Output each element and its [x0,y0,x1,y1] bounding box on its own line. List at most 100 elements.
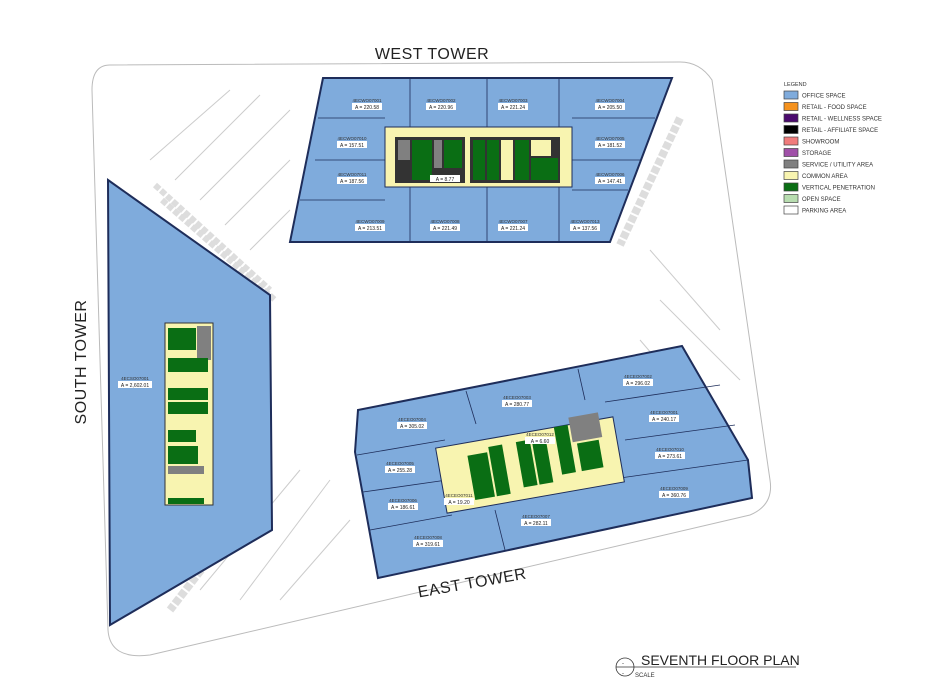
unit-label: 4ECWO07011 A = 187.56 [337,172,367,185]
unit-label: 4ECEO07005 A = 255.28 [385,461,415,474]
legend-label: RETAIL - FOOD SPACE [802,105,867,111]
svg-text:4ECWO07001: 4ECWO07001 [352,98,382,103]
svg-text:4ECEO07006: 4ECEO07006 [389,498,417,503]
unit-label: 4ECWO07010 A = 157.51 [337,136,367,149]
scale-label: SCALE [635,673,655,679]
svg-text:LEGEND: LEGEND [784,82,807,88]
south-tower-title: SOUTH TOWER [73,300,90,425]
svg-text:A = 2,602.01: A = 2,602.01 [121,383,149,389]
unit-label: 4ECEO07007 A = 282.11 [521,514,551,527]
legend-swatch [783,171,799,180]
svg-text:4ECWO07012: 4ECWO07012 [430,170,460,175]
unit-label: 4ECWO07013 A = 137.56 [570,219,600,232]
plan-title-block: - - SEVENTH FLOOR PLAN SCALE [615,652,800,679]
svg-text:4ECWO07006: 4ECWO07006 [595,172,625,177]
svg-text:A = 187.56: A = 187.56 [340,179,364,185]
unit-label: 4ECEO07010 A = 273.61 [655,447,685,460]
svg-text:A = 186.61: A = 186.61 [391,505,415,511]
svg-text:4ECWO07003: 4ECWO07003 [498,98,528,103]
legend-label: OFFICE SPACE [802,94,846,100]
svg-text:4ECEO07009: 4ECEO07009 [660,486,688,491]
legend-swatch [783,90,799,100]
unit-label: 4ECWO07012 A = 8.77 [430,170,460,183]
legend-label: RETAIL - WELLNESS SPACE [802,117,882,123]
svg-text:4ECWO07013: 4ECWO07013 [570,219,600,224]
svg-text:4ECEO07011: 4ECEO07011 [445,493,473,498]
svg-text:A = 319.61: A = 319.61 [416,542,440,548]
legend-swatch [783,159,799,169]
svg-text:4ECWO07002: 4ECWO07002 [426,98,456,103]
unit-label: 4ECWO07007 A = 221.24 [498,219,528,232]
svg-text:A = 181.52: A = 181.52 [598,143,622,149]
svg-text:A = 221.24: A = 221.24 [501,226,525,232]
legend-swatch [783,102,799,111]
east-tower [353,344,754,580]
svg-text:A = 273.61: A = 273.61 [658,454,682,460]
svg-text:A = 205.50: A = 205.50 [598,105,622,111]
svg-text:A = 240.17: A = 240.17 [652,417,676,423]
svg-text:4ECEO07001: 4ECEO07001 [650,410,678,415]
svg-text:4ECWO07008: 4ECWO07008 [430,219,460,224]
svg-text:A = 221.24: A = 221.24 [501,105,525,111]
svg-text:A = 221.49: A = 221.49 [433,226,457,232]
svg-text:A = 19.20: A = 19.20 [448,500,469,506]
svg-text:4ECWO07011: 4ECWO07011 [338,172,367,177]
svg-text:-: - [622,671,624,677]
svg-text:A = 280.77: A = 280.77 [505,402,529,408]
legend-label: RETAIL - AFFILIATE SPACE [802,128,878,134]
legend-label: SERVICE / UTILITY AREA [802,163,873,169]
unit-label: 4ECWO07001 A = 220.58 [352,98,382,111]
plan-title: SEVENTH FLOOR PLAN [641,652,800,668]
legend-swatch [783,125,799,134]
svg-text:A = 220.96: A = 220.96 [429,105,453,111]
legend-label: PARKING AREA [802,209,846,215]
unit-label: 4ECWO07008 A = 221.49 [430,219,460,232]
legend: LEGEND OFFICE SPACE RETAIL - FOOD SPACE RE… [783,82,882,215]
svg-text:A = 282.11: A = 282.11 [524,521,548,527]
svg-text:A = 296.02: A = 296.02 [626,381,650,387]
west-tower [288,77,674,243]
svg-text:A = 137.56: A = 137.56 [573,226,597,232]
svg-text:4ECEO07003: 4ECEO07003 [503,395,531,400]
svg-text:A = 8.77: A = 8.77 [436,177,455,183]
svg-text:4ECEO07008: 4ECEO07008 [414,535,442,540]
south-tower [106,178,274,627]
svg-text:4ECEO07007: 4ECEO07007 [522,514,550,519]
legend-swatch [783,136,799,146]
unit-label: 4ECWO07002 A = 220.96 [426,98,456,111]
legend-swatch [783,205,799,215]
svg-text:A = 220.58: A = 220.58 [355,105,379,111]
legend-label: COMMON AREA [802,174,848,180]
svg-text:4ECEO07005: 4ECEO07005 [386,461,414,466]
svg-text:A = 255.28: A = 255.28 [388,468,412,474]
svg-text:A = 6.60: A = 6.60 [531,439,550,445]
svg-text:4ECWO07004: 4ECWO07004 [595,98,625,103]
unit-label: 4ECEO07008 A = 319.61 [413,535,443,548]
legend-swatch [783,194,799,203]
svg-text:A = 360.76: A = 360.76 [662,493,686,499]
unit-label: 4ECEO07006 A = 186.61 [388,498,418,511]
legend-swatch [783,113,799,123]
west-tower-title: WEST TOWER [375,46,489,63]
svg-text:4ECWO07010: 4ECWO07010 [337,136,367,141]
legend-label: SHOWROOM [802,140,839,146]
svg-text:4ECEO07002: 4ECEO07002 [624,374,652,379]
unit-label: 4ECEO07001 A = 240.17 [649,410,679,423]
svg-text:-: - [622,661,624,667]
svg-text:4ECEO07004: 4ECEO07004 [398,417,426,422]
unit-label: 4ECEO07002 A = 296.02 [623,374,653,387]
unit-label: 4ECWO07003 A = 221.24 [498,98,528,111]
legend-swatch [783,182,799,192]
unit-label: 4ECEO07009 A = 360.76 [659,486,689,499]
svg-text:A = 213.51: A = 213.51 [358,226,382,232]
svg-text:A = 157.51: A = 157.51 [340,143,364,149]
svg-text:4ECWO07007: 4ECWO07007 [498,219,528,224]
svg-text:4ECEO07010: 4ECEO07010 [656,447,684,452]
legend-swatch [783,148,799,157]
